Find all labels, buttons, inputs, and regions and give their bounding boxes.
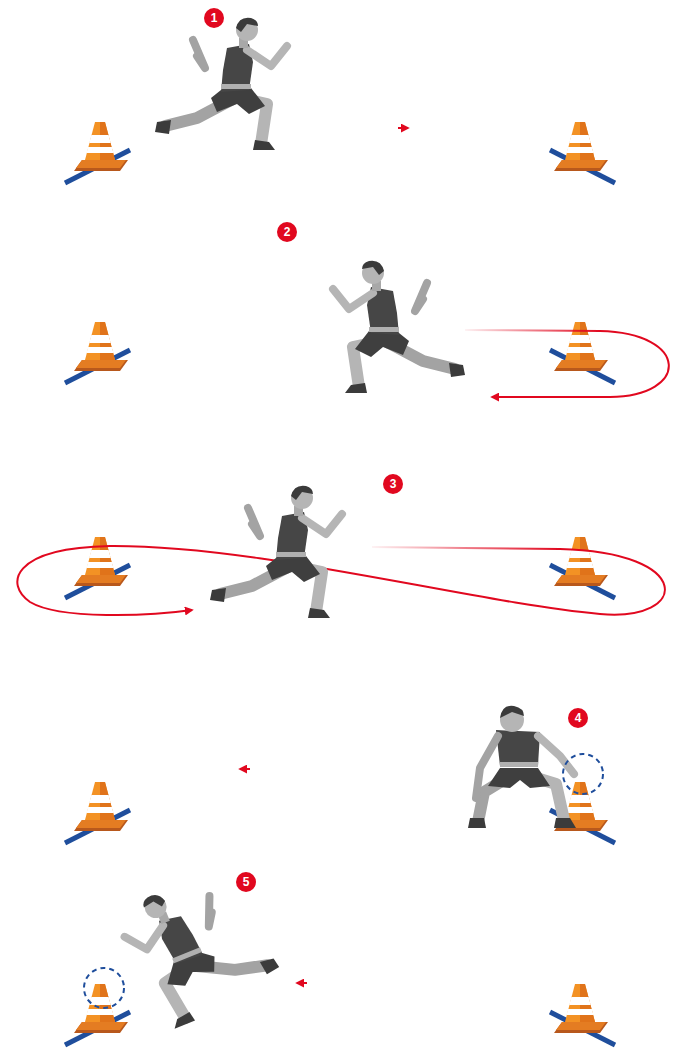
callout-badge: 2 — [277, 222, 297, 242]
cone — [74, 122, 128, 171]
runner-figure — [333, 261, 465, 393]
arrowhead-stem — [398, 127, 408, 129]
touch-marker — [563, 754, 603, 794]
panel-5 — [65, 861, 615, 1045]
callout-badge: 4 — [568, 708, 588, 728]
callout-badge: 1 — [204, 8, 224, 28]
loop-path — [465, 330, 600, 331]
loop-arrow — [492, 331, 669, 397]
figure-eight-path — [372, 547, 560, 549]
callout-number: 1 — [211, 12, 218, 24]
cone — [554, 322, 608, 371]
cone — [74, 782, 128, 831]
cone — [74, 984, 128, 1033]
callout-number: 4 — [575, 712, 582, 724]
callout-badge: 5 — [236, 872, 256, 892]
runner-figure — [155, 18, 287, 150]
callout-number: 3 — [390, 478, 397, 490]
cone — [554, 122, 608, 171]
direction-arrow — [297, 982, 485, 984]
panel-3 — [17, 486, 665, 618]
callout-number: 5 — [243, 876, 250, 888]
arrowhead-stem — [297, 982, 307, 984]
panel-1 — [65, 18, 615, 183]
cone — [554, 984, 608, 1033]
touch-marker — [84, 968, 124, 1008]
cone — [554, 537, 608, 586]
runner-figure — [114, 861, 286, 1033]
panel-4 — [65, 706, 615, 843]
cone — [74, 322, 128, 371]
runner-figure — [210, 486, 342, 618]
callout-badge: 3 — [383, 474, 403, 494]
direction-arrow — [240, 768, 425, 770]
cone — [74, 537, 128, 586]
figure-eight-arrow — [17, 546, 665, 615]
arrowhead-stem — [240, 768, 250, 770]
callout-number: 2 — [284, 226, 291, 238]
panel-2 — [65, 261, 669, 397]
crouching-figure — [468, 706, 576, 828]
direction-arrow — [328, 127, 408, 129]
